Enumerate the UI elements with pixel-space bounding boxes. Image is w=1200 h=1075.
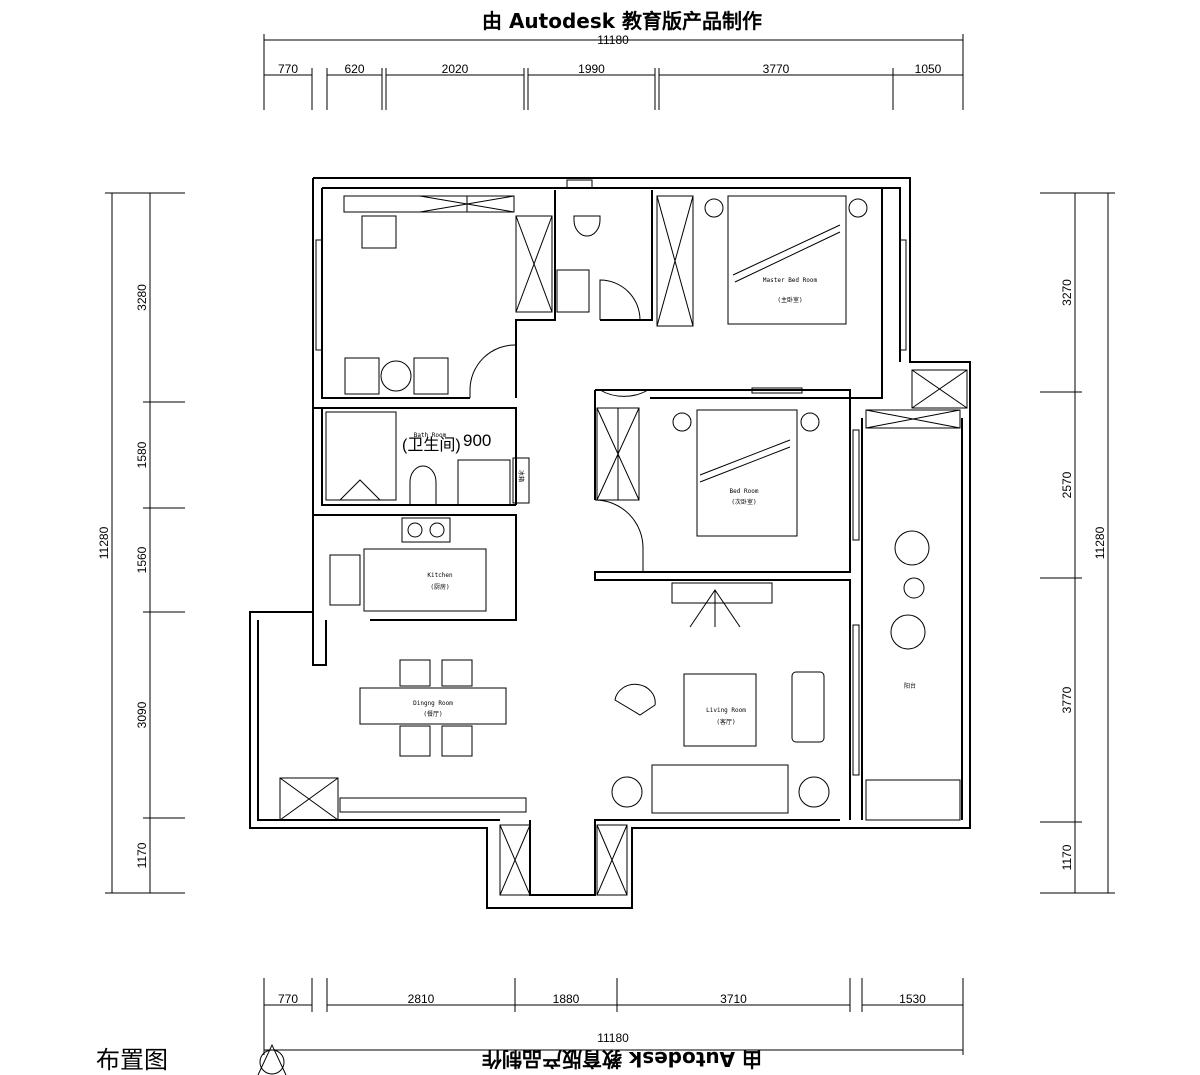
- washbasin: [457, 459, 511, 506]
- dim-top-segment-label: 620: [344, 62, 364, 76]
- bedroom-cn-label: (次卧室): [731, 498, 756, 506]
- kitchen-label: Kitchen: [427, 572, 453, 579]
- basin: [556, 269, 590, 313]
- armchair: [413, 357, 449, 395]
- living-label: Living Room: [706, 707, 746, 714]
- kitchen: Kitchen (厨房): [329, 517, 487, 612]
- living-cn-label: (客厅): [716, 718, 735, 726]
- watermark-top: 由 Autodesk 教育版产品制作: [482, 9, 762, 33]
- master-bed: Master Bed Room (主卧室): [704, 195, 868, 325]
- dim-bottom-segment-label: 3710: [720, 992, 747, 1006]
- dim-top-total: 11180: [597, 33, 629, 47]
- dim-top-segment-label: 3770: [763, 62, 790, 76]
- drawing-title: 布置图: [96, 1046, 168, 1074]
- bath-note: 900: [463, 431, 491, 450]
- dim-left-segment-label: 1560: [135, 546, 149, 573]
- dining-label: Dingng Room: [413, 700, 453, 707]
- dim-left-total: 11280: [97, 526, 111, 559]
- bed: Bed Room (次卧室): [672, 409, 820, 537]
- tv: [751, 387, 803, 394]
- balcony: 阳台: [865, 530, 961, 821]
- wardrobe: [911, 369, 968, 409]
- dim-top-segment-label: 2020: [442, 62, 469, 76]
- dim-top-segment-label: 1050: [915, 62, 942, 76]
- dim-bottom-segment-label: 770: [278, 992, 298, 1006]
- dim-top-segment-label: 1990: [578, 62, 605, 76]
- cabinet: [279, 777, 339, 821]
- bathroom-label: Bath Room: [414, 432, 447, 439]
- walls: [249, 177, 971, 909]
- dim-bottom-segment-label: 2810: [408, 992, 435, 1006]
- dim-left-segment-label: 1580: [135, 441, 149, 468]
- living-room: Living Room (客厅): [611, 582, 830, 814]
- coffee-table: [683, 673, 757, 747]
- wardrobe: [596, 407, 640, 501]
- shoe-cabinet: [499, 824, 531, 896]
- bathroom-cn-label: (卫生间): [402, 436, 461, 454]
- dim-right-segment-label: 3270: [1060, 279, 1074, 306]
- dim-right-segment-label: 2570: [1060, 471, 1074, 498]
- bathroom: Bath Room (卫生间) 900 冰箱: [325, 411, 530, 506]
- bottom-dimensions: 11180 770 2810 1880 3710 1530: [263, 978, 964, 1055]
- dim-bottom-total: 11180: [597, 1031, 629, 1045]
- right-dimensions: 11280 3270 2570 3770 1170: [1040, 192, 1115, 894]
- left-dimensions: 11280 3280 1580 1560 3090 1170: [97, 192, 185, 894]
- lounge-chair: [614, 683, 656, 716]
- dim-left-segment-label: 3090: [135, 701, 149, 728]
- balcony-label: 阳台: [904, 682, 916, 690]
- sofa: [651, 764, 789, 814]
- dim-bottom-segment-label: 1530: [899, 992, 926, 1006]
- toilet: [573, 215, 601, 237]
- watermark-bottom: 由 Autodesk 教育版产品制作: [482, 1047, 762, 1071]
- wardrobe: [865, 409, 961, 429]
- wardrobe: [343, 195, 515, 213]
- tv-unit: [671, 582, 773, 604]
- top-dimensions: 11180 770 620 2020 1990 3770 1050: [263, 33, 964, 110]
- master-bedroom-label: Master Bed Room: [763, 277, 818, 284]
- stove: [401, 517, 451, 543]
- ottoman: [791, 671, 825, 743]
- kitchen-cn-label: (厨房): [430, 583, 449, 591]
- dim-left-segment-label: 3280: [135, 284, 149, 311]
- dim-right-segment-label: 1170: [1060, 844, 1074, 870]
- doors: [469, 279, 649, 572]
- armchair: [361, 215, 397, 249]
- dim-right-segment-label: 3770: [1060, 686, 1074, 713]
- dining-table: Dingng Room (餐厅): [359, 659, 507, 757]
- fridge-label: 冰箱: [517, 470, 525, 482]
- wardrobe: [656, 195, 694, 327]
- side-table: [380, 360, 412, 392]
- counter: [363, 548, 487, 612]
- dim-top-segment-label: 770: [278, 62, 298, 76]
- furniture: Master Bed Room (主卧室) Bed Room (次卧室) Bat…: [279, 195, 968, 896]
- dim-bottom-segment-label: 1880: [553, 992, 580, 1006]
- laundry-cabinet: [865, 779, 961, 821]
- bedroom-label: Bed Room: [730, 488, 759, 495]
- wardrobe: [515, 215, 553, 313]
- shoe-cabinet: [596, 824, 628, 896]
- dim-left-segment-label: 1170: [135, 842, 149, 868]
- master-bedroom-cn-label: (主卧室): [777, 296, 802, 304]
- dining-cn-label: (餐厅): [423, 710, 442, 718]
- tv-cabinet: [339, 797, 527, 813]
- armchair: [344, 357, 380, 395]
- toilet: [409, 465, 437, 506]
- sink: [329, 554, 361, 606]
- fridge: [512, 457, 530, 504]
- dim-right-total: 11280: [1093, 526, 1107, 559]
